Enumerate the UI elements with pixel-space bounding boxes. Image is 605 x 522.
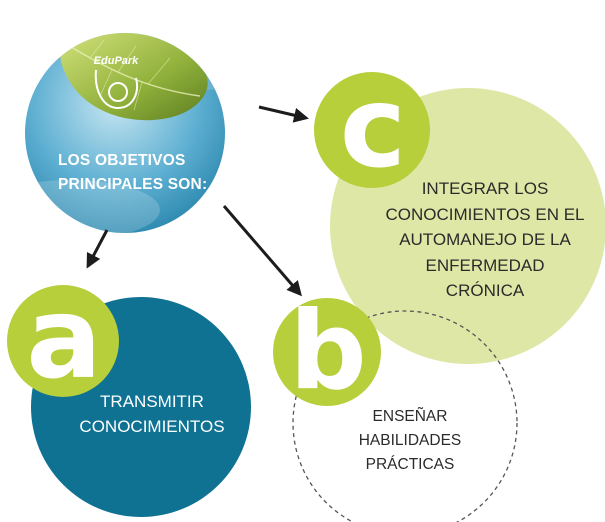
leaf-icon [60,33,208,121]
main-title-line-2: PRINCIPALES SON: [58,176,208,194]
objective-c-line-1: INTEGRAR LOS [421,179,549,198]
letter-a: a [26,274,102,404]
objective-c-line-3: AUTOMANEJO DE LA [399,230,571,249]
objective-b-line-2: HABILIDADES [358,432,462,450]
badge-b [273,298,381,406]
objective-a-line-2: CONOCIMIENTOS [79,416,225,436]
objective-c-line-4: ENFERMEDAD [425,255,545,275]
objective-b-text: ENSEÑAR HABILIDADES PRÁCTICAS [330,405,490,477]
arrow-to-a [86,229,109,269]
objective-c-text: INTEGRAR LOS CONOCIMIENTOS EN EL AUTOMAN… [375,176,595,304]
letter-c: c [339,63,407,193]
objective-c-line-5: CRÓNICA [445,281,525,300]
objective-a-text: TRANSMITIR CONOCIMIENTOS [52,390,252,439]
circle-b-bubble [292,310,518,522]
badge-c [314,72,430,188]
objective-b-line-3: PRÁCTICAS [365,456,455,474]
logo-mark-icon [94,69,138,110]
letter-b: b [289,289,367,414]
badge-a [7,285,119,397]
logo-text: EduPark [93,55,139,67]
arrow-to-c [258,105,309,123]
objective-c-line-2: CONOCIMIENTOS EN EL [385,204,585,224]
center-circle [25,33,225,233]
main-title-line-1: LOS OBJETIVOS [58,152,186,169]
main-title: LOS OBJETIVOS PRINCIPALES SON: [58,149,228,197]
arrow-to-b [222,205,302,297]
objective-b-line-1: ENSEÑAR [372,408,448,425]
objective-a-line-1: TRANSMITIR [100,392,204,411]
